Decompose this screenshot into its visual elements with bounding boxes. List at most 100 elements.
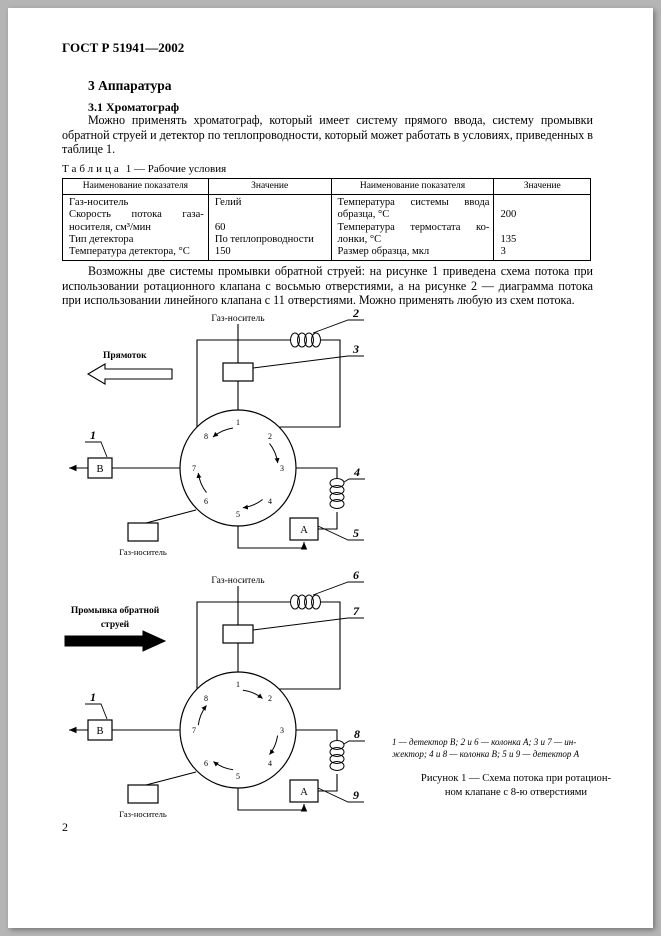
gas-supply-box [127, 784, 159, 804]
callout-number-4: 4 [353, 465, 360, 479]
port-number: 6 [204, 759, 208, 768]
cell-line: 60 [214, 221, 226, 233]
figure-caption-line: ном клапане с 8-ю отверстиями [444, 787, 588, 798]
subsection-title: 3.1 Хроматограф [88, 100, 180, 114]
callout-number-5: 5 [353, 526, 359, 540]
port-number: 7 [192, 464, 196, 473]
column-a-coil [290, 332, 321, 348]
valve-flow-arc [213, 761, 234, 771]
port-number: 1 [236, 418, 240, 427]
col-header: Наименование показателя [330, 178, 495, 195]
page-number: 2 [62, 820, 68, 834]
valve-flow-arc [269, 443, 280, 464]
table-cell: Гелий 60 По теплопроводности 150 [207, 193, 332, 262]
gas-supply-line [145, 509, 197, 524]
callout-leaders [85, 581, 365, 803]
col-header: Наименование показателя [62, 178, 209, 195]
figure2-flow-scheme: Газ-носитель Промывка обратной струей В … [64, 570, 365, 819]
table-cell: 200 135 3 [493, 193, 591, 262]
figure-caption-line: Рисунок 1 — Схема потока при ротацион- [420, 773, 612, 784]
injector-box [222, 624, 254, 644]
table-cell: Газ-носитель Скорость потока газа- носит… [62, 193, 209, 262]
valve-flow-arc [212, 427, 234, 438]
section-title: 3 Аппаратура [88, 78, 172, 93]
cell-line [500, 222, 586, 234]
gas-inlet-label: Газ-носитель [211, 576, 265, 586]
paragraph-2: Возможны две системы промывки обратной с… [62, 264, 593, 308]
backflush-flow-arrow [64, 630, 167, 652]
flow-mode-label-line2: струей [101, 619, 130, 630]
injector-box [222, 362, 254, 382]
cell-line: образца, °С [337, 209, 390, 221]
port-number: 2 [268, 694, 272, 703]
valve-flow-arc [197, 705, 207, 726]
port-number: 4 [268, 759, 272, 768]
legend-line: 1 — детектор В; 2 и 6 — колонка А; 3 и 7… [392, 737, 577, 747]
table-caption-word: Таблица [62, 163, 122, 175]
column-b-coil [329, 740, 345, 771]
cell-line: Температура детектора, °С [69, 246, 190, 258]
detector-b-label: В [96, 464, 103, 475]
figure1-flow-scheme: Газ-носитель Прямоток В А Газ-носитель 1… [69, 308, 365, 557]
doc-header: ГОСТ Р 51941—2002 [62, 40, 185, 55]
callout-number-3: 3 [352, 342, 359, 356]
column-a-left-line [196, 601, 291, 689]
cell-line: Размер образца, мкл [337, 246, 430, 258]
port-number: 3 [280, 464, 284, 473]
col-header: Значение [493, 178, 591, 195]
cell-line: Скорость потока газа- [69, 209, 204, 221]
callout-number-9: 9 [353, 788, 359, 802]
cell-line: Тип детектора [69, 233, 134, 245]
cell-line: лонки, °С [337, 233, 382, 245]
detector-a-label: А [300, 525, 308, 536]
port-number: 6 [204, 497, 208, 506]
gas-supply-box [127, 522, 159, 542]
detector-b-box [87, 719, 113, 741]
flow-mode-label: Прямоток [103, 351, 147, 361]
column-a-right-line [279, 601, 341, 690]
gas-supply-label: Газ-носитель [119, 809, 167, 819]
valve-flow-arc [196, 472, 207, 493]
cell-line: Гелий [214, 197, 242, 208]
column-a-left-line [196, 339, 291, 427]
figure-caption: Рисунок 1 — Схема потока при ротацион- н… [390, 772, 642, 800]
column-a-coil [290, 594, 321, 610]
column-b-bottom-line [318, 774, 338, 792]
column-b-top-line [296, 729, 338, 740]
callout-leaders [85, 319, 365, 541]
valve-flow-arc [242, 689, 263, 699]
table-body-row: Газ-носитель Скорость потока газа- носит… [62, 193, 591, 262]
cell-line: Температура системы ввода [337, 197, 490, 208]
table-cell: Температура системы ввода образца, °С Те… [330, 193, 495, 262]
detector-a-box [289, 517, 319, 541]
gas-supply-line [145, 771, 197, 786]
paragraph-1: Можно применять хроматограф, который име… [62, 113, 593, 157]
callout-number-7: 7 [353, 604, 360, 618]
callout-number-1: 1 [90, 690, 96, 704]
detector-b-box [87, 457, 113, 479]
rotary-valve-circle [179, 409, 297, 527]
gas-supply-label: Газ-носитель [119, 547, 167, 557]
port-number: 5 [236, 772, 240, 781]
valve-flow-arc [269, 735, 279, 755]
cell-line: носителя, см³/мин [69, 221, 151, 233]
flow-mode-label-line1: Промывка обратной [71, 605, 160, 616]
port-number: 1 [236, 680, 240, 689]
rotary-valve-circle [179, 671, 297, 789]
cell-line: Температура термостата ко- [337, 221, 490, 233]
cell-line [215, 209, 327, 221]
cell-line: 3 [500, 246, 506, 258]
port-number: 7 [192, 726, 196, 735]
table-header-row: Наименование показателя Значение Наимено… [62, 178, 591, 195]
valve-flow-arc [242, 499, 263, 510]
callout-number-2: 2 [352, 308, 359, 320]
table-caption-rest: 1 — Рабочие условия [125, 163, 227, 175]
port-number: 2 [268, 432, 272, 441]
cell-line: 200 [500, 209, 517, 221]
direct-flow-arrow [86, 363, 173, 385]
working-conditions-table: Наименование показателя Значение Наимено… [62, 178, 591, 262]
port-number: 3 [280, 726, 284, 735]
callout-number-1: 1 [90, 428, 96, 442]
